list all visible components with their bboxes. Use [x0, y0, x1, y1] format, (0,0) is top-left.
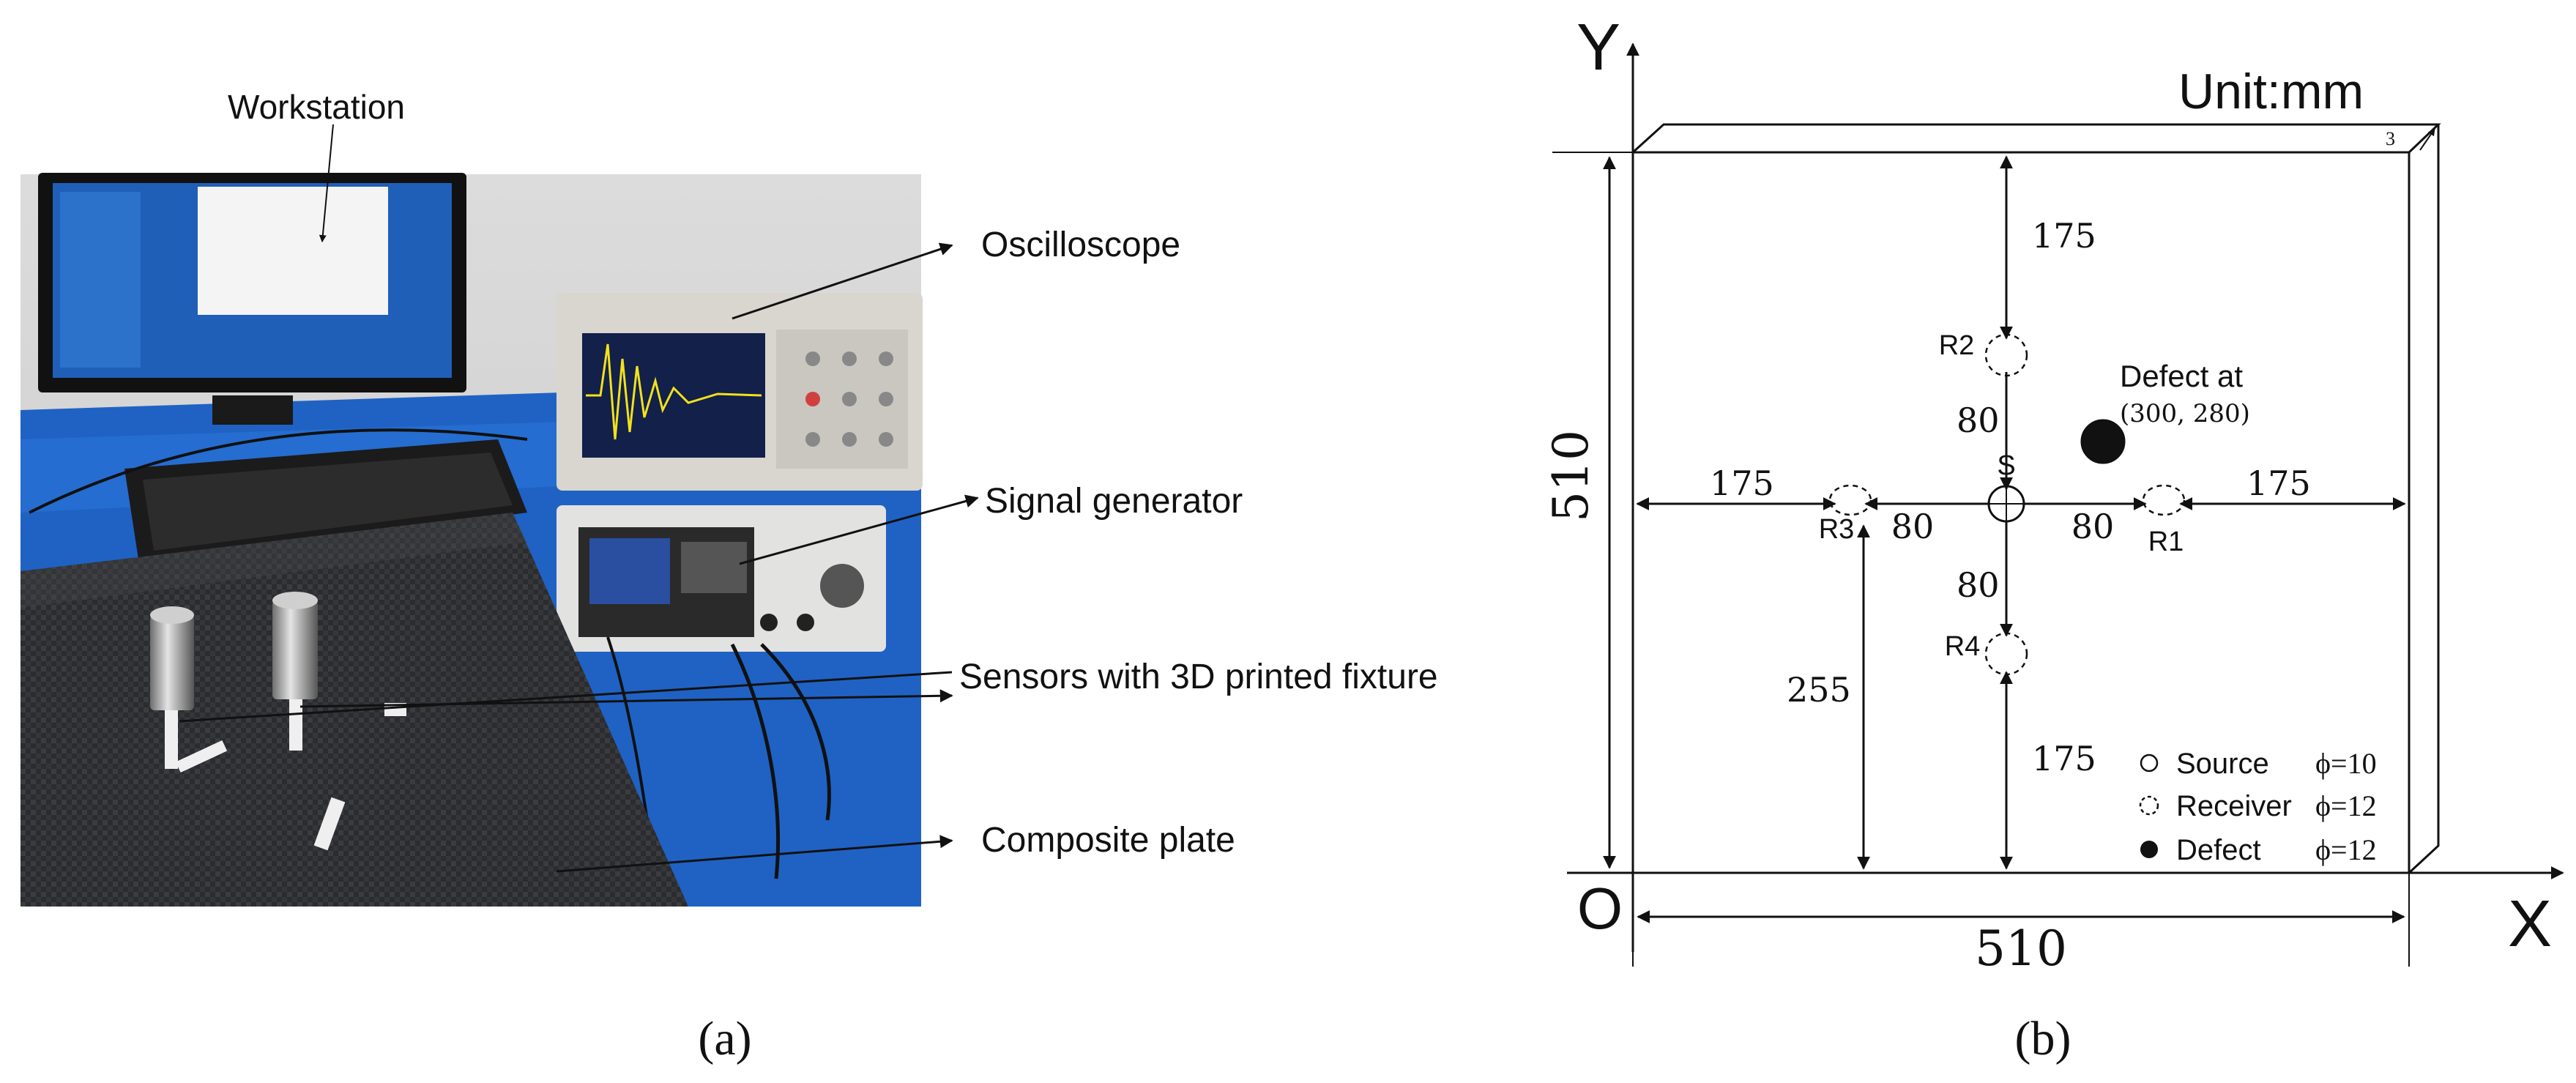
label-workstation: Workstation	[228, 88, 405, 126]
dimension-lines	[1603, 128, 2435, 923]
sensor-fixtures	[150, 592, 406, 851]
dim-r4-to-bottom: 175	[2032, 739, 2096, 778]
label-signal-generator: Signal generator	[985, 482, 1243, 521]
legend-source-icon	[2140, 753, 2159, 773]
workstation-monitor	[38, 173, 466, 425]
axis-x-label: X	[2508, 887, 2552, 961]
legend: Source Receiver Defect ϕ=10 ϕ=12 ϕ=12	[2139, 747, 2377, 866]
receiver-r2	[1984, 333, 2028, 377]
axis-y-label: Y	[1577, 11, 1620, 84]
label-sensors: Sensors with 3D printed fixture	[959, 658, 1438, 696]
legend-receiver-icon	[2139, 795, 2159, 816]
legend-defect-icon	[2140, 841, 2158, 858]
legend-source-spec: ϕ=10	[2315, 747, 2377, 780]
dim-r3-height: 255	[1787, 670, 1851, 710]
sensors	[1828, 333, 2186, 676]
dim-r1-to-right: 175	[2246, 464, 2311, 503]
dim-height-510: 510	[1543, 430, 1599, 522]
label-r2: R2	[1939, 330, 1975, 361]
dim-r3-to-s: 80	[1891, 507, 1935, 546]
label-composite-plate: Composite plate	[981, 821, 1235, 860]
dim-s-to-r4: 80	[1957, 565, 2000, 605]
signal-generator-device	[556, 505, 886, 652]
dim-r2-to-s: 80	[1957, 401, 2000, 440]
thickness-label: 3	[2386, 128, 2395, 149]
legend-defect-spec: ϕ=12	[2315, 833, 2377, 866]
label-r1: R1	[2148, 526, 2184, 557]
caption-b: (b)	[2015, 1012, 2071, 1065]
legend-defect-name: Defect	[2176, 834, 2261, 866]
dim-left-to-r3: 175	[1710, 464, 1774, 503]
dim-width-510: 510	[1975, 920, 2067, 977]
legend-receiver-name: Receiver	[2176, 790, 2292, 822]
label-source-s: S	[1997, 450, 2015, 481]
label-r4: R4	[1945, 631, 1981, 662]
oscilloscope-device	[556, 293, 923, 491]
dim-s-to-r1: 80	[2071, 507, 2115, 546]
defect-marker	[2080, 419, 2126, 464]
defect-coords: (300, 280)	[2120, 399, 2250, 428]
origin-label: O	[1577, 876, 1623, 941]
unit-label: Unit:mm	[2178, 64, 2364, 119]
dim-top-to-r2: 175	[2032, 216, 2096, 256]
caption-a: (a)	[698, 1012, 751, 1065]
label-oscilloscope: Oscilloscope	[981, 226, 1180, 264]
defect-label: Defect at	[2120, 359, 2243, 393]
receiver-r4	[1984, 632, 2028, 676]
label-r3: R3	[1819, 514, 1855, 545]
lab-setup-photo	[21, 173, 923, 907]
receiver-r1	[2142, 484, 2186, 516]
legend-source-name: Source	[2176, 748, 2269, 780]
legend-receiver-spec: ϕ=12	[2315, 789, 2377, 822]
receiver-r3	[1828, 484, 1872, 516]
plate-diagram	[1552, 42, 2564, 967]
